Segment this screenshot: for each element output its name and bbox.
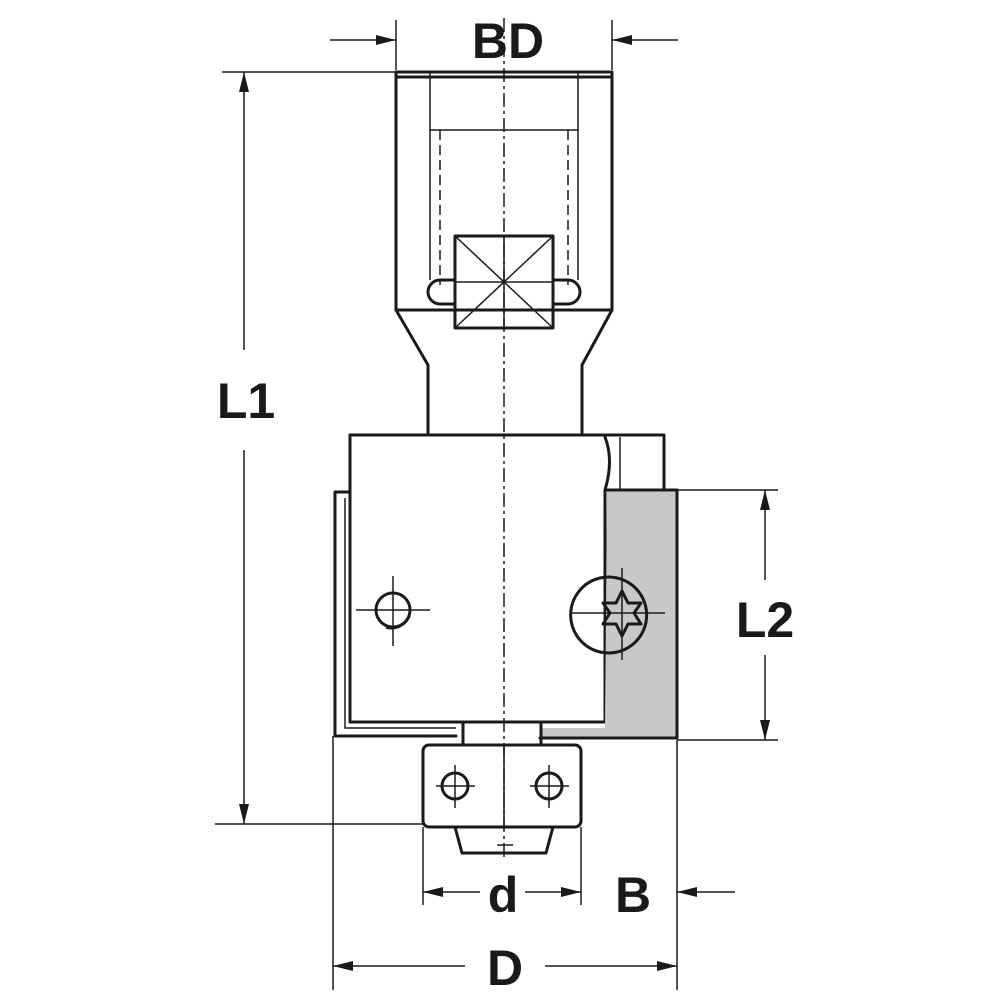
label-l2: L2 <box>736 592 794 648</box>
dimension-d-small: d <box>422 827 582 923</box>
bottom-clamp <box>421 720 583 855</box>
cutter-body <box>333 433 666 738</box>
label-d-large: D <box>487 940 523 996</box>
bottom-right-screw-icon <box>530 765 569 808</box>
left-screw-icon <box>356 576 430 646</box>
dimension-d-large: D <box>332 736 677 996</box>
dimension-b: B <box>615 740 735 990</box>
label-b: B <box>615 867 651 923</box>
dimension-bd: BD <box>330 13 678 70</box>
bottom-left-screw-icon <box>436 765 475 808</box>
label-d-small: d <box>488 867 519 923</box>
label-bd: BD <box>472 13 544 69</box>
dimension-l1: L1 <box>215 71 423 825</box>
left-blade <box>333 490 458 738</box>
right-blade <box>538 488 679 740</box>
torx-screw-icon <box>569 568 665 660</box>
label-l1: L1 <box>217 373 275 429</box>
dimension-l2: L2 <box>677 489 794 741</box>
